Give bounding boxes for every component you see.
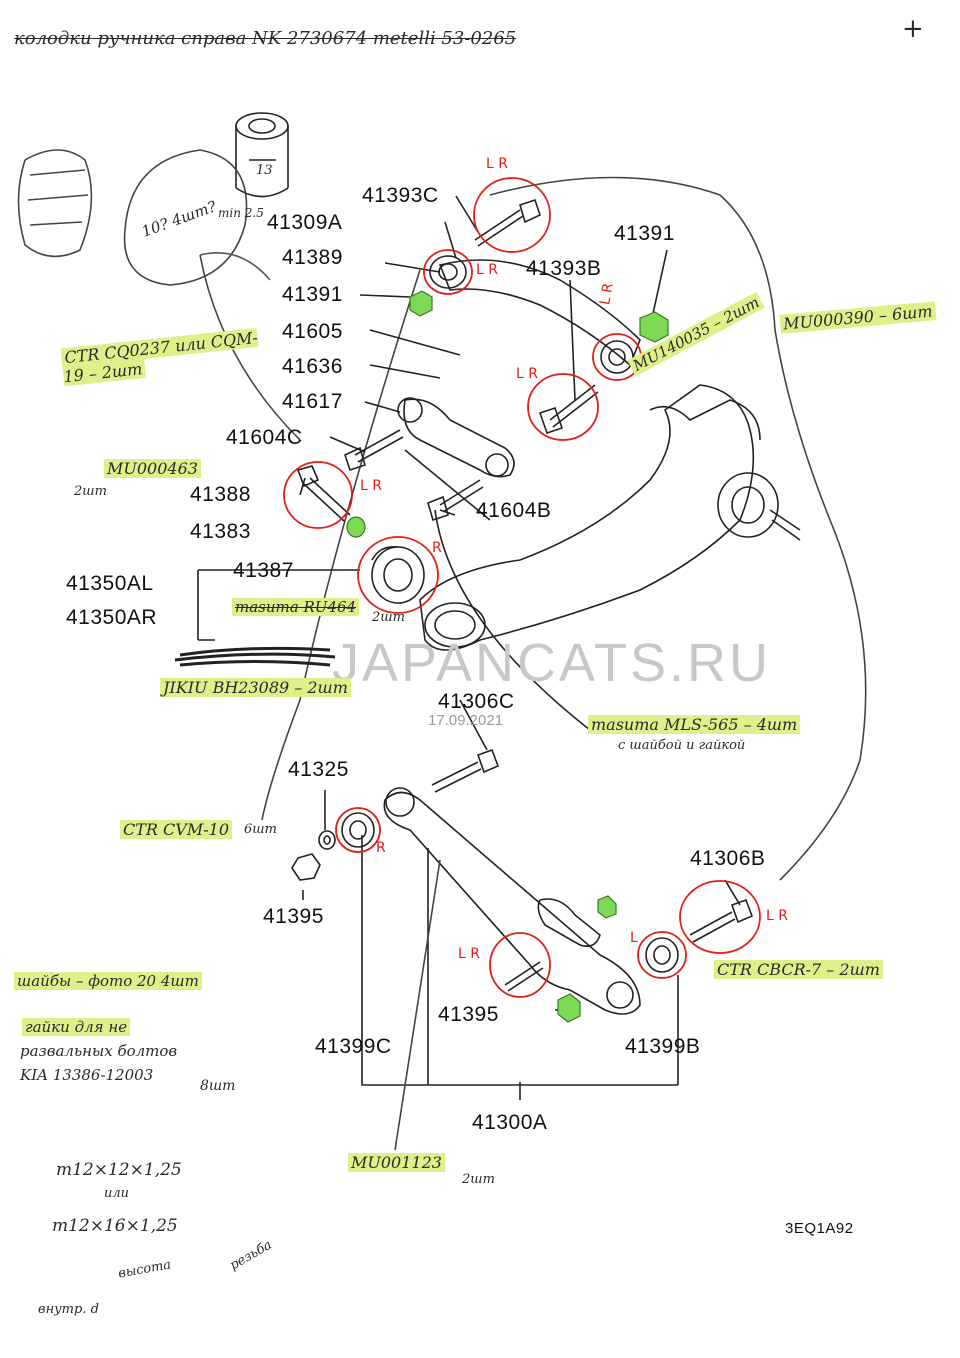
note-masuma-ru464: masuma RU464 bbox=[232, 598, 360, 616]
note-nuts-line2: развальных болтов bbox=[20, 1042, 178, 1060]
part-41389: 41389 bbox=[282, 246, 343, 269]
part-41300A: 41300A bbox=[472, 1111, 548, 1134]
red-mark-lr-lower: L R bbox=[458, 946, 480, 962]
part-41393B: 41393B bbox=[526, 257, 602, 280]
note-mu000463-qty: 2шт bbox=[74, 484, 107, 499]
green-parts bbox=[346, 290, 669, 1023]
sketch-size-label: 13 bbox=[256, 163, 273, 178]
red-circles bbox=[283, 177, 761, 998]
note-masuma-ru464-qty: 2шт bbox=[372, 610, 405, 625]
upper-arm bbox=[438, 259, 641, 367]
note-masuma-mls-sub: с шайбой и гайкой bbox=[618, 738, 746, 753]
note-masuma-mls: masuma MLS-565 – 4шт bbox=[588, 715, 801, 734]
part-41604B: 41604B bbox=[476, 499, 552, 522]
part-41393C: 41393C bbox=[362, 184, 439, 207]
note-washers: шайбы – фото 20 4шт bbox=[14, 972, 202, 990]
note-m12-line2: m12×16×1,25 bbox=[52, 1216, 178, 1236]
note-nuts-qty: 8шт bbox=[200, 1078, 236, 1094]
scribble-out bbox=[174, 646, 336, 667]
red-mark-r-41399C: R bbox=[376, 840, 386, 856]
part-41391-left: 41391 bbox=[282, 283, 343, 306]
part-41399C: 41399C bbox=[315, 1035, 392, 1058]
part-41350AR: 41350AR bbox=[66, 606, 158, 629]
note-jikiu: JIKIU BH23089 – 2шт bbox=[160, 678, 351, 697]
part-41636: 41636 bbox=[282, 355, 343, 378]
note-bubble bbox=[123, 149, 248, 286]
part-41399B: 41399B bbox=[625, 1035, 701, 1058]
hub bbox=[717, 472, 779, 538]
part-41325: 41325 bbox=[288, 758, 349, 781]
red-mark-l-41399B: L bbox=[630, 930, 638, 946]
red-mark-lr-41389: L R bbox=[476, 262, 498, 278]
note-m12-or: или bbox=[104, 1186, 130, 1201]
part-41383: 41383 bbox=[190, 520, 251, 543]
part-41309A: 41309A bbox=[267, 211, 343, 234]
watermark-date: 17.09.2021 bbox=[428, 712, 504, 729]
red-mark-lr-41388: L R bbox=[360, 478, 382, 494]
diagram-code: 3EQ1A92 bbox=[785, 1220, 854, 1237]
red-mark-lr-41306B: L R bbox=[766, 908, 788, 924]
part-41388: 41388 bbox=[190, 483, 251, 506]
corner-mark: + bbox=[902, 14, 924, 44]
note-mu001123-qty: 2шт bbox=[462, 1172, 495, 1187]
bushing-41387 bbox=[371, 546, 425, 604]
control-link bbox=[403, 398, 515, 478]
part-41306B: 41306B bbox=[690, 847, 766, 870]
note-ctr-cvm: CTR CVM-10 bbox=[120, 820, 232, 839]
part-41306C: 41306C bbox=[438, 690, 515, 713]
red-mark-lr-41393C: L R bbox=[486, 156, 508, 172]
part-41617: 41617 bbox=[282, 390, 343, 413]
lower-arm bbox=[383, 791, 641, 1015]
note-ctr-cvm-qty: 6шт bbox=[244, 822, 277, 837]
part-41387: 41387 bbox=[233, 559, 294, 582]
part-41604C: 41604C bbox=[226, 426, 303, 449]
red-mark-r-41387: R bbox=[432, 540, 442, 556]
note-nuts-line1: гайки для не bbox=[22, 1018, 131, 1036]
watermark-site: JAPANCATS.RU bbox=[332, 633, 772, 693]
part-41391-upper: 41391 bbox=[614, 222, 675, 245]
part-41395-left: 41395 bbox=[263, 905, 324, 928]
note-m12-diam: внутр. d bbox=[38, 1302, 99, 1317]
part-41350AL: 41350AL bbox=[66, 572, 154, 595]
scribble-sketch bbox=[17, 149, 93, 258]
note-mu001123: MU001123 bbox=[348, 1153, 445, 1172]
note-m12-line1: m12×12×1,25 bbox=[56, 1160, 182, 1180]
note-ctr-cbcr: CTR CBCR-7 – 2шт bbox=[714, 960, 883, 979]
trailing-arm bbox=[419, 384, 755, 651]
note-mu000463: MU000463 bbox=[104, 459, 201, 478]
sketch-bushing-top bbox=[235, 112, 289, 140]
header-note: колодки ручника справа NK 2730674 metell… bbox=[14, 28, 517, 49]
sketch-min-label: min 2.5 bbox=[218, 206, 264, 220]
red-mark-lr-41393B: L R bbox=[516, 366, 538, 382]
part-41605: 41605 bbox=[282, 320, 343, 343]
note-nuts-line3: KIA 13386-12003 bbox=[20, 1066, 154, 1084]
part-41395-lower: 41395 bbox=[438, 1003, 499, 1026]
